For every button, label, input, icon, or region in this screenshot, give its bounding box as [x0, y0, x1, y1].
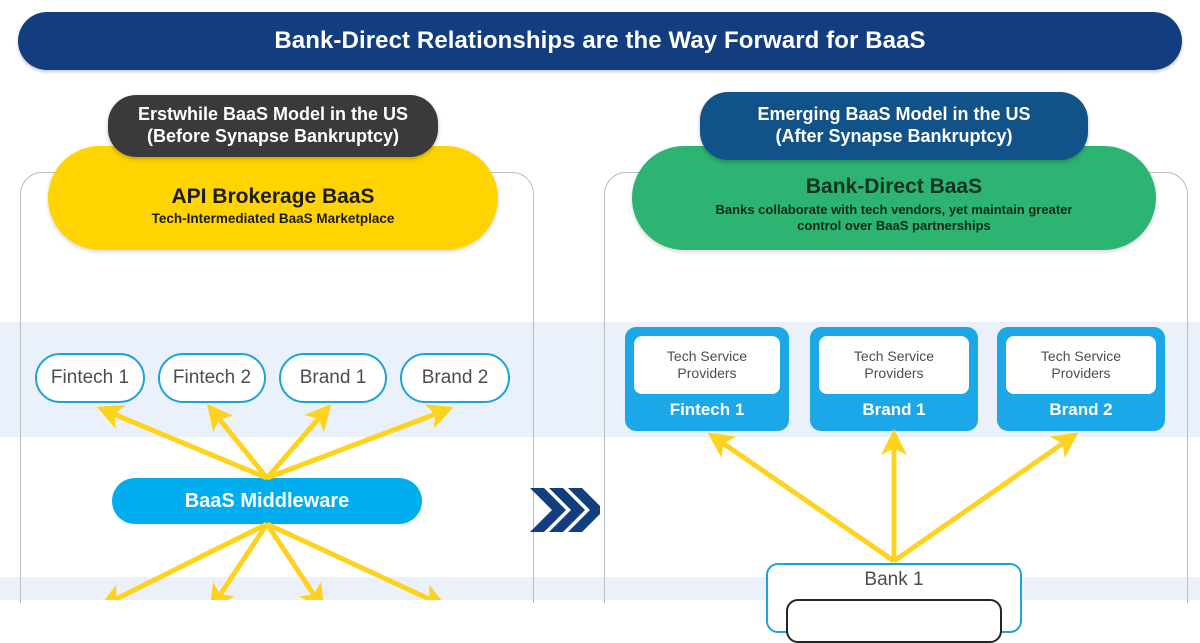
right-model-title: Bank-Direct BaaS [805, 175, 983, 199]
right-subtitle-line1: Banks collaborate with tech vendors, yet… [715, 201, 1073, 217]
left-badge-line1: Erstwhile BaaS Model in the US [137, 104, 409, 125]
left-model-header: API Brokerage BaaS Tech-Intermediated Ba… [48, 146, 498, 250]
left-model-subtitle: Tech-Intermediated BaaS Marketplace [151, 211, 395, 227]
right-model-subtitle: Banks collaborate with tech vendors, yet… [716, 202, 1073, 235]
baas-middleware-node[interactable]: BaaS Middleware [112, 478, 422, 524]
provider-inner-line1: Tech Service [1040, 347, 1122, 364]
right-subtitle-line2: control over BaaS partnerships [797, 217, 991, 233]
partner-pill-label: Fintech 2 [172, 367, 252, 388]
page-title: Bank-Direct Relationships are the Way Fo… [274, 27, 926, 54]
tech-service-providers-box: Tech Service Providers [1006, 336, 1156, 394]
bank-node-label: Bank 1 [864, 569, 924, 590]
provider-card-brand-1[interactable]: Tech Service Providers Brand 1 [810, 327, 978, 431]
provider-inner-line1: Tech Service [666, 347, 748, 364]
provider-inner-text: Tech Service Providers [1041, 348, 1121, 383]
provider-inner-text: Tech Service Providers [667, 348, 747, 383]
partner-pill-brand-1[interactable]: Brand 1 [279, 353, 387, 403]
tech-service-providers-box: Tech Service Providers [819, 336, 969, 394]
bank-node-bank-1[interactable]: Bank 1 [766, 563, 1022, 643]
provider-card-brand-2[interactable]: Tech Service Providers Brand 2 [997, 327, 1165, 431]
partner-pill-label: Fintech 1 [50, 367, 130, 388]
baas-middleware-label: BaaS Middleware [184, 489, 350, 512]
partner-pill-label: Brand 1 [299, 367, 367, 388]
diagram-canvas: Bank-Direct Relationships are the Way Fo… [0, 12, 1200, 643]
partner-pill-brand-2[interactable]: Brand 2 [400, 353, 510, 403]
right-model-badge: Emerging BaaS Model in the US (After Syn… [700, 92, 1088, 160]
provider-card-caption: Brand 1 [862, 400, 926, 419]
left-badge-line2: (Before Synapse Bankruptcy) [146, 126, 400, 146]
provider-inner-line2: Providers [677, 365, 737, 381]
provider-inner-text: Tech Service Providers [854, 348, 934, 383]
bank-inner-box [786, 599, 1002, 643]
provider-inner-line2: Providers [864, 365, 924, 381]
partner-pill-fintech-1[interactable]: Fintech 1 [35, 353, 145, 403]
right-badge-line1: Emerging BaaS Model in the US [757, 104, 1031, 125]
partner-pill-label: Brand 2 [421, 367, 489, 388]
provider-card-caption: Fintech 1 [669, 400, 745, 419]
provider-inner-line2: Providers [1051, 365, 1111, 381]
page-title-banner: Bank-Direct Relationships are the Way Fo… [18, 12, 1182, 70]
double-chevron-right-icon [528, 480, 604, 540]
provider-inner-line1: Tech Service [853, 347, 935, 364]
right-badge-line2: (After Synapse Bankruptcy) [775, 126, 1013, 146]
left-model-title: API Brokerage BaaS [171, 185, 375, 209]
left-model-badge: Erstwhile BaaS Model in the US (Before S… [108, 95, 438, 157]
tech-service-providers-box: Tech Service Providers [634, 336, 780, 394]
provider-card-caption: Brand 2 [1049, 400, 1113, 419]
right-model-header: Bank-Direct BaaS Banks collaborate with … [632, 146, 1156, 250]
partner-pill-fintech-2[interactable]: Fintech 2 [158, 353, 266, 403]
provider-card-fintech-1[interactable]: Tech Service Providers Fintech 1 [625, 327, 789, 431]
